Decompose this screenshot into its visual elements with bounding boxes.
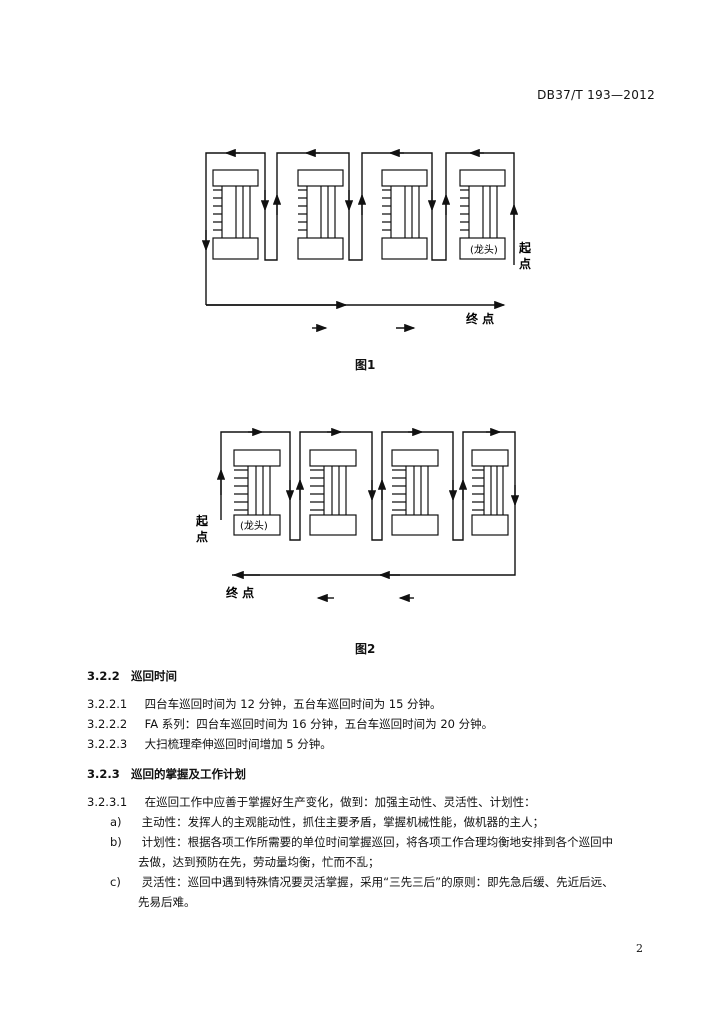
figure-1-patrol-route-diagram: (龙头) 起 点 终 点 <box>201 148 532 333</box>
clause-3-2-2-1: 3.2.2.1 四台车巡回时间为 12 分钟，五台车巡回时间为 15 分钟。 <box>87 697 442 711</box>
machine-unit-head <box>459 169 506 260</box>
machine-unit <box>297 169 344 260</box>
list-item-b: b) 计划性：根据各项工作所需要的单位时间掌握巡回，将各项工作合理均衡地安排到各… <box>110 835 614 849</box>
clause-3-2-2-3: 3.2.2.3 大扫梳理牵伸巡回时间增加 5 分钟。 <box>87 737 332 751</box>
end-label: 终 点 <box>466 311 494 326</box>
section-heading-3-2-3: 3.2.3 巡回的掌握及工作计划 <box>87 767 247 781</box>
machine-unit <box>309 449 357 536</box>
machine-unit-head <box>233 449 281 536</box>
end-label: 终 点 <box>226 585 254 600</box>
list-item-c-continued: 先易后难。 <box>138 895 196 909</box>
list-item-c: c) 灵活性：巡回中遇到特殊情况要灵活掌握，采用“三先三后”的原则：即先急后缓、… <box>110 875 614 889</box>
start-label: 起 <box>518 240 532 255</box>
start-label: 点 <box>519 256 531 271</box>
document-code: DB37/T 193—2012 <box>537 88 655 102</box>
page-number: 2 <box>636 942 643 955</box>
head-label: (龙头) <box>470 243 498 256</box>
machine-unit <box>471 449 509 536</box>
section-heading-3-2-2: 3.2.2 巡回时间 <box>87 669 178 683</box>
machine-unit <box>212 169 259 260</box>
head-label: (龙头) <box>240 519 268 532</box>
start-label: 点 <box>196 529 208 544</box>
machine-unit <box>391 449 439 536</box>
clause-3-2-3-1: 3.2.3.1 在巡回工作中应善于掌握好生产变化，做到：加强主动性、灵活性、计划… <box>87 795 536 809</box>
figure-2-caption: 图2 <box>355 642 376 656</box>
list-item-a: a) 主动性：发挥人的主观能动性，抓住主要矛盾，掌握机械性能，做机器的主人； <box>110 815 545 829</box>
start-label: 起 <box>195 513 209 528</box>
figure-1-caption: 图1 <box>355 358 376 372</box>
clause-3-2-2-2: 3.2.2.2 FA 系列：四台车巡回时间为 16 分钟，五台车巡回时间为 20… <box>87 717 494 731</box>
list-item-b-continued: 去做，达到预防在先，劳动量均衡，忙而不乱； <box>138 855 380 869</box>
figure-2-patrol-route-diagram: (龙头) 起 点 终 点 <box>195 427 520 603</box>
route-path <box>220 431 516 576</box>
machine-unit <box>381 169 428 260</box>
